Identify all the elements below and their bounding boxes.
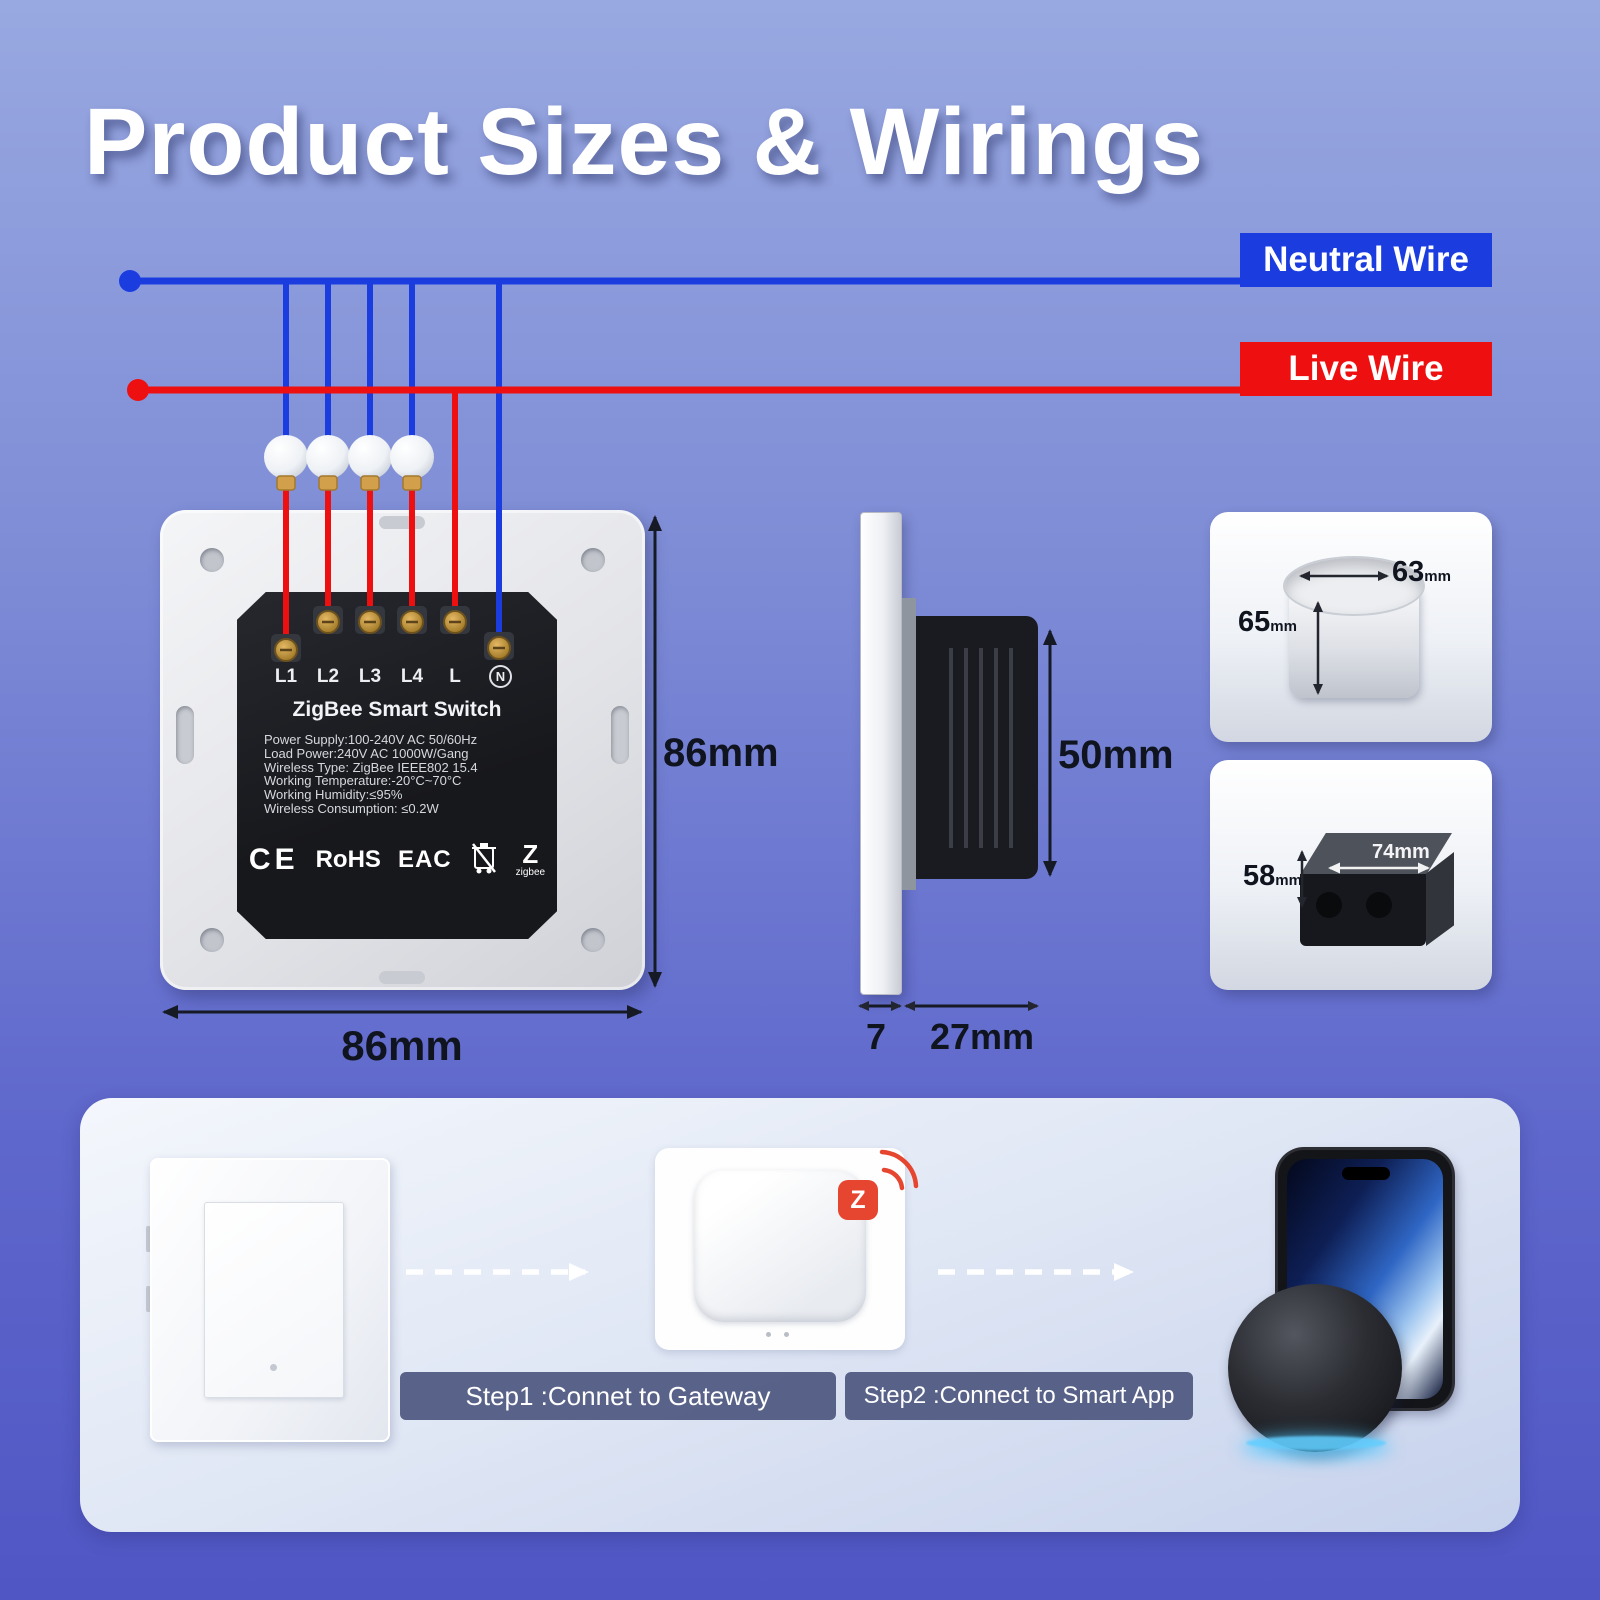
round-mount-box-opening	[1283, 556, 1425, 616]
ce-mark: CE	[248, 842, 299, 876]
neutral-wire-label: Neutral Wire	[1240, 233, 1492, 287]
side-view-bracket	[902, 598, 916, 890]
depth-dimension-label: 50mm	[1058, 733, 1174, 777]
square-box-width-label: 74mm	[1372, 841, 1430, 863]
product-name: ZigBee Smart Switch	[292, 698, 502, 721]
terminal-label-l1: L1	[274, 666, 298, 687]
spec-list: Power Supply:100-240V AC 50/60Hz Load Po…	[264, 733, 478, 816]
gateway-led-dot	[766, 1332, 771, 1337]
neutral-terminal-symbol: N	[489, 665, 512, 688]
plate-notch	[379, 516, 425, 529]
step2-label: Step2 :Connect to Smart App	[845, 1372, 1193, 1420]
mounting-slot	[611, 706, 629, 764]
spec-line: Working Temperature:-20°C~70°C	[264, 773, 462, 789]
smartphone-camera-notch	[1342, 1167, 1390, 1180]
round-box-depth-label: 65mm	[1238, 606, 1297, 638]
screw-hole	[581, 928, 605, 952]
smart-speaker	[1228, 1284, 1402, 1452]
side-view-vents	[938, 648, 1016, 848]
round-box-diameter-label: 63mm	[1392, 556, 1451, 588]
panel-thickness-label: 7	[866, 1016, 887, 1057]
knockout-hole	[1366, 892, 1392, 918]
gateway-led-dot	[784, 1332, 789, 1337]
zigbee-logo-badge: Z	[838, 1180, 878, 1220]
bulb-icon	[390, 435, 434, 491]
rohs-mark: RoHS	[315, 845, 381, 873]
side-view-glass-panel	[860, 512, 902, 995]
switch-side-clip	[146, 1226, 151, 1252]
bulb-icon	[306, 435, 350, 491]
screw-hole	[200, 928, 224, 952]
speaker-light-ring	[1246, 1436, 1386, 1450]
switch-indicator-dot	[270, 1364, 277, 1371]
switch-mounting-plate: L1 L2 L3 L4 L N ZigBee Smart Switch Powe…	[160, 510, 645, 990]
spec-line: Working Humidity:≤95%	[264, 787, 403, 803]
terminal-label-l3: L3	[358, 666, 382, 687]
zigbee-cert-logo: Z zigbee	[515, 838, 546, 878]
terminal-label-l2: L2	[316, 666, 340, 687]
switch-side-clip	[146, 1286, 151, 1312]
step1-label: Step1 :Connet to Gateway	[400, 1372, 836, 1420]
spec-line: Wireless Type: ZigBee IEEE802 15.4	[264, 759, 478, 775]
certification-row: CE RoHS EAC Z zigbee	[237, 838, 557, 881]
screw-hole	[200, 548, 224, 572]
screw-hole	[581, 548, 605, 572]
eac-mark: EAC	[397, 845, 452, 873]
square-box-depth-label: 58mm	[1243, 860, 1302, 892]
live-wire-label: Live Wire	[1240, 342, 1492, 396]
bulb-icon	[264, 435, 308, 491]
mounting-slot	[176, 706, 194, 764]
bulb-icon	[348, 435, 392, 491]
weee-bin-icon	[469, 838, 499, 881]
spec-line: Power Supply:100-240V AC 50/60Hz	[264, 732, 478, 747]
live-wire-dot	[127, 379, 149, 401]
module-depth-label: 27mm	[930, 1016, 1035, 1057]
width-dimension-label: 86mm	[341, 1022, 463, 1069]
switch-module-back: L1 L2 L3 L4 L N ZigBee Smart Switch Powe…	[237, 592, 557, 939]
plate-notch	[379, 971, 425, 984]
terminal-label-l: L	[449, 666, 461, 687]
knockout-hole	[1316, 892, 1342, 918]
page-title: Product Sizes & Wirings	[84, 89, 1205, 195]
spec-line: Load Power:240V AC 1000W/Gang	[264, 745, 469, 761]
gateway-device	[694, 1170, 866, 1322]
neutral-wire-dot	[119, 270, 141, 292]
height-dimension-label: 86mm	[663, 731, 779, 775]
terminal-label-l4: L4	[400, 666, 424, 687]
spec-line: Wireless Consumption: ≤0.2W	[264, 800, 439, 816]
